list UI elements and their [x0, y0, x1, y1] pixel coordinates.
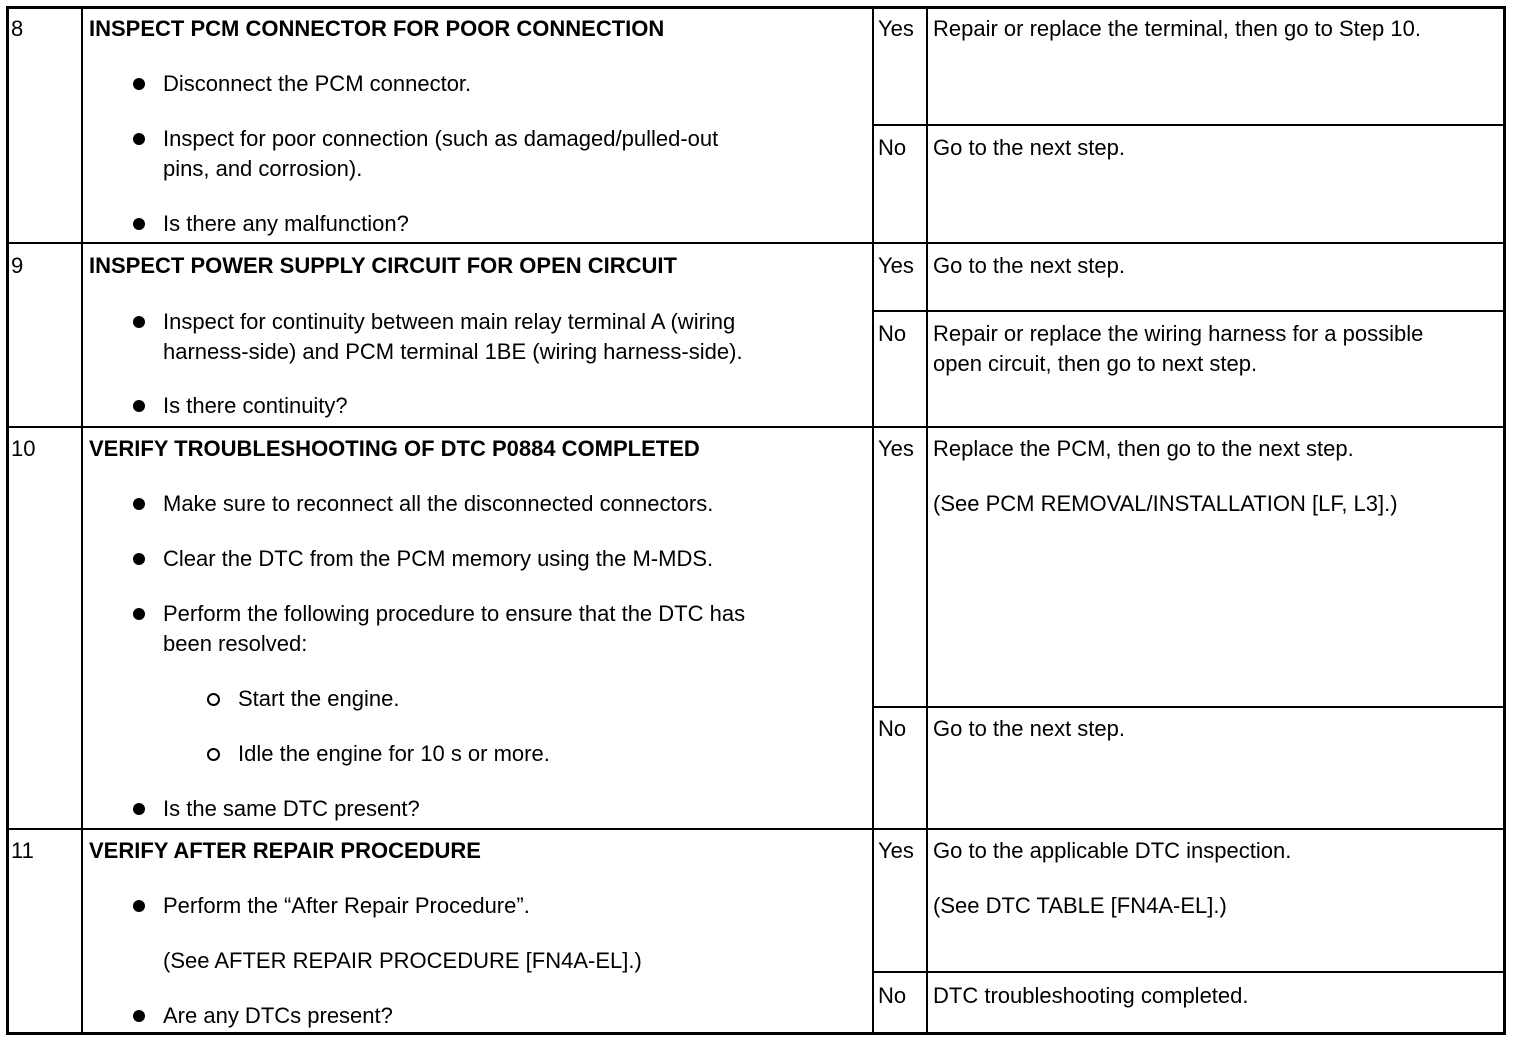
step-number: 8 [11, 16, 24, 41]
step-title: VERIFY AFTER REPAIR PROCEDURE [89, 838, 481, 863]
step-item: been resolved: [163, 631, 308, 656]
bullet-icon [133, 400, 145, 412]
no-label: No [878, 983, 907, 1008]
no-action: open circuit, then go to next step. [933, 351, 1258, 376]
step-question: Is there any malfunction? [163, 211, 409, 236]
bullet-icon [133, 78, 145, 90]
bullet-icon [133, 1010, 145, 1022]
yes-label: Yes [878, 16, 914, 41]
step-number: 11 [11, 838, 34, 863]
yes-no-divider [872, 310, 1506, 312]
row-divider [6, 242, 1506, 244]
step-number: 9 [11, 253, 24, 278]
bullet-icon [133, 133, 145, 145]
no-action: DTC troubleshooting completed. [933, 983, 1249, 1008]
yes-no-divider [872, 124, 1506, 126]
step-item: harness-side) and PCM terminal 1BE (wiri… [163, 339, 743, 364]
step-title: INSPECT PCM CONNECTOR FOR POOR CONNECTIO… [89, 16, 665, 41]
troubleshooting-table [6, 6, 1506, 1035]
yes-action: Replace the PCM, then go to the next ste… [933, 436, 1354, 461]
yes-label: Yes [878, 436, 914, 461]
no-action: Repair or replace the wiring harness for… [933, 321, 1424, 346]
yes-action: Go to the next step. [933, 253, 1126, 278]
bullet-icon [133, 553, 145, 565]
step-item: Inspect for poor connection (such as dam… [163, 126, 719, 151]
row-divider [6, 828, 1506, 830]
bullet-icon [133, 608, 145, 620]
step-number: 10 [11, 436, 36, 461]
yes-action: Go to the applicable DTC inspection. [933, 838, 1292, 863]
bullet-icon [133, 316, 145, 328]
step-item: Make sure to reconnect all the disconnec… [163, 491, 714, 516]
yes-action: Repair or replace the terminal, then go … [933, 16, 1421, 41]
column-divider [81, 6, 83, 1035]
no-label: No [878, 135, 907, 160]
yes-no-divider [872, 706, 1506, 708]
yes-reference: (See DTC TABLE [FN4A-EL].) [933, 893, 1227, 918]
yes-label: Yes [878, 253, 914, 278]
step-reference: (See AFTER REPAIR PROCEDURE [FN4A-EL].) [163, 948, 642, 973]
yes-no-divider [872, 971, 1506, 973]
step-item: Clear the DTC from the PCM memory using … [163, 546, 714, 571]
no-action: Go to the next step. [933, 135, 1126, 160]
step-title: INSPECT POWER SUPPLY CIRCUIT FOR OPEN CI… [89, 253, 677, 278]
bullet-icon [133, 803, 145, 815]
step-subitem: Start the engine. [238, 686, 400, 711]
column-divider [926, 6, 928, 1035]
row-divider [6, 426, 1506, 428]
yes-label: Yes [878, 838, 914, 863]
step-title: VERIFY TROUBLESHOOTING OF DTC P0884 COMP… [89, 436, 700, 461]
bullet-icon [133, 900, 145, 912]
no-label: No [878, 716, 907, 741]
no-action: Go to the next step. [933, 716, 1126, 741]
step-question: Are any DTCs present? [163, 1003, 393, 1028]
yes-reference: (See PCM REMOVAL/INSTALLATION [LF, L3].) [933, 491, 1398, 516]
column-divider [872, 6, 874, 1035]
bullet-icon [133, 498, 145, 510]
step-item: pins, and corrosion). [163, 156, 363, 181]
bullet-icon [133, 218, 145, 230]
step-item: Perform the following procedure to ensur… [163, 601, 746, 626]
step-question: Is there continuity? [163, 393, 348, 418]
sub-bullet-icon [207, 748, 220, 761]
no-label: No [878, 321, 907, 346]
step-question: Is the same DTC present? [163, 796, 420, 821]
sub-bullet-icon [207, 693, 220, 706]
step-item: Disconnect the PCM connector. [163, 71, 472, 96]
step-item: Perform the “After Repair Procedure”. [163, 893, 530, 918]
step-subitem: Idle the engine for 10 s or more. [238, 741, 550, 766]
step-item: Inspect for continuity between main rela… [163, 309, 736, 334]
